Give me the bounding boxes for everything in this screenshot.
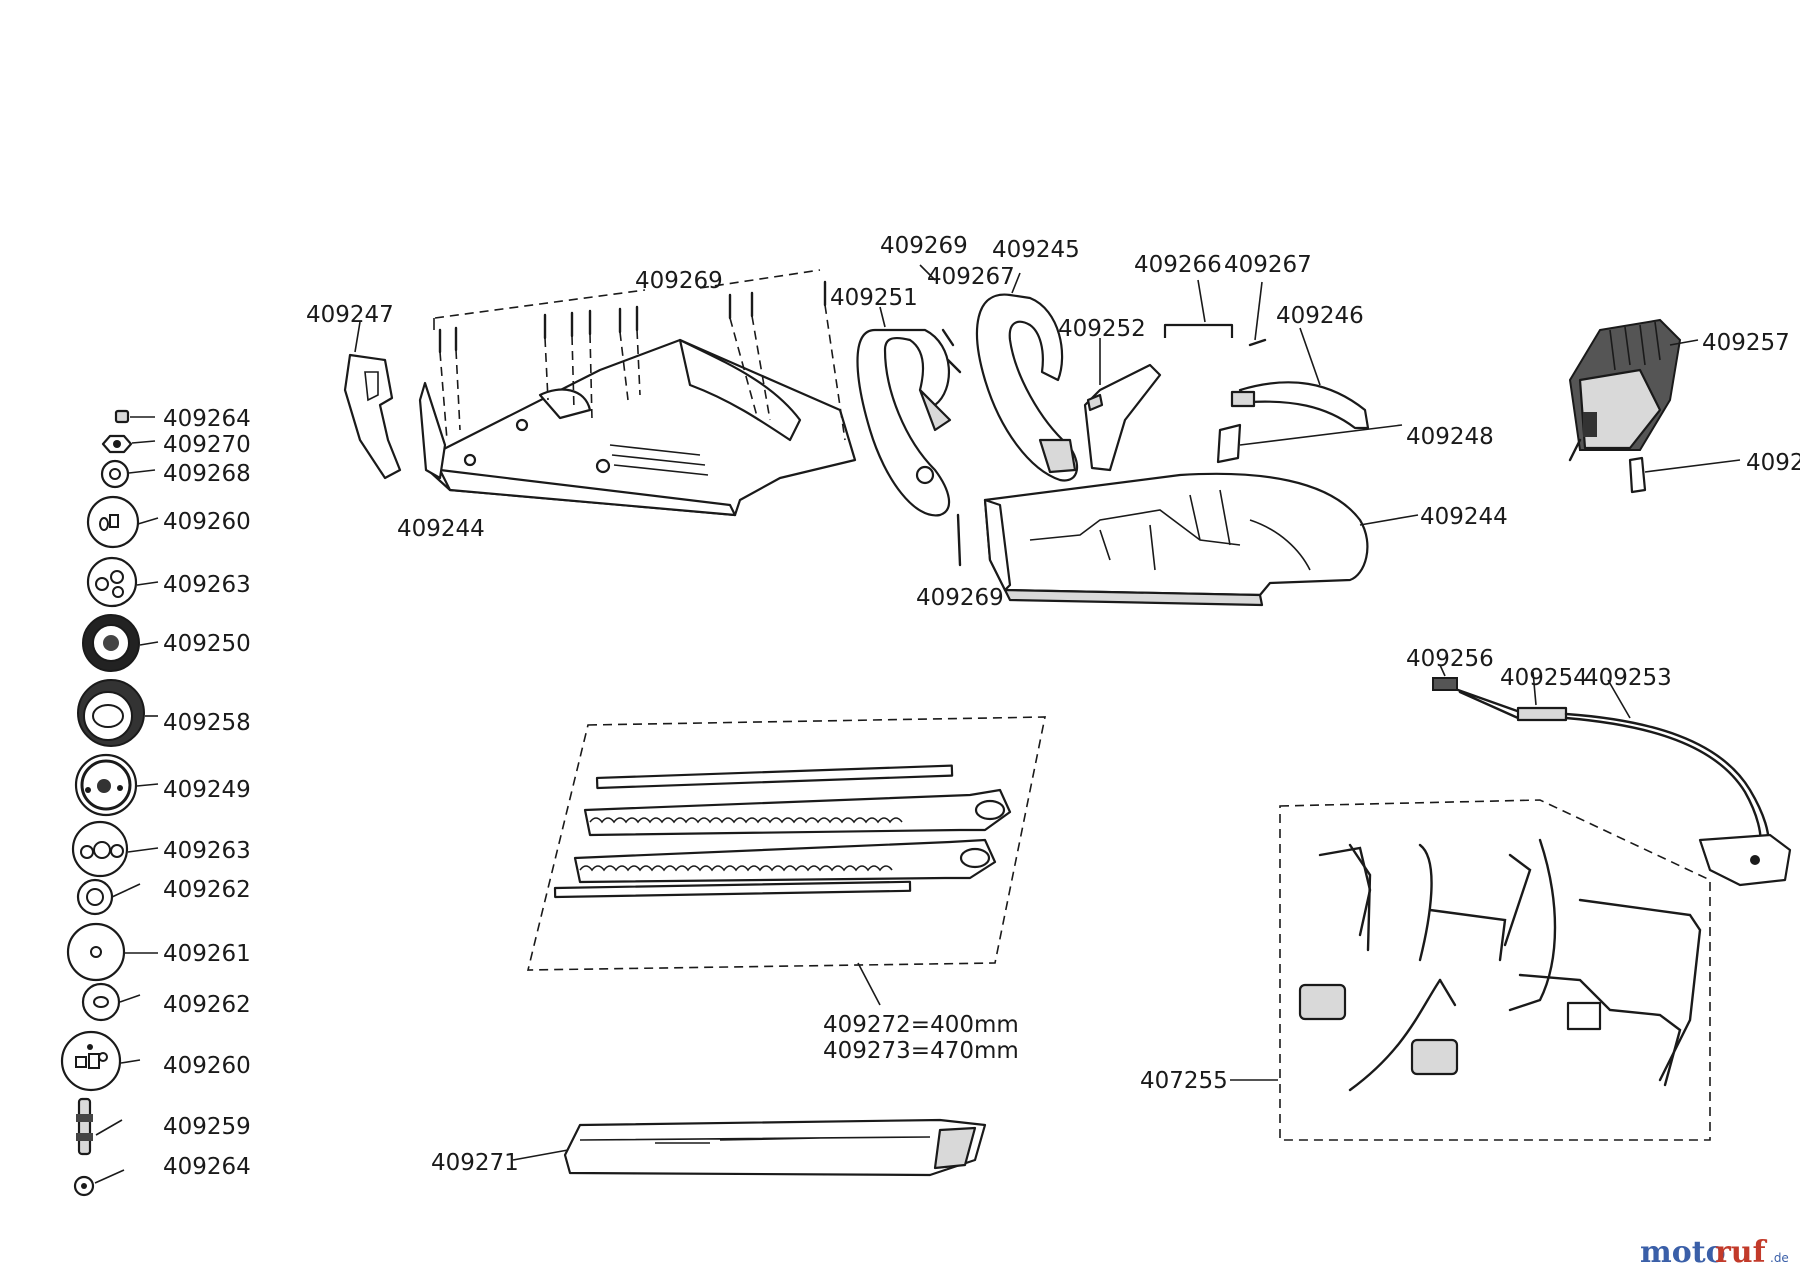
- part-409264-top: [114, 409, 130, 424]
- part-409265: [1628, 456, 1741, 494]
- part-409251-handle: [856, 306, 962, 567]
- label-409249: 409249: [163, 777, 251, 803]
- part-409263-b: [71, 820, 129, 878]
- label-409253: 409253: [1584, 665, 1672, 691]
- part-409259: [77, 1097, 92, 1156]
- part-409262-a: [76, 878, 114, 916]
- label-407255: 407255: [1140, 1068, 1228, 1094]
- wiring-harness-407255: [1230, 799, 1711, 1141]
- label-409261: 409261: [163, 941, 251, 967]
- label-409256: 409256: [1406, 646, 1494, 672]
- label-409272: 409272=400mm: [823, 1012, 1019, 1038]
- part-409254-sleeve: [1516, 706, 1568, 722]
- part-409266-409267: [1163, 279, 1267, 347]
- label-409244-b: 409244: [1420, 504, 1508, 530]
- part-409260-a: [86, 495, 140, 549]
- part-409257-motor: [1568, 318, 1699, 462]
- label-409267-a: 409267: [927, 264, 1015, 290]
- label-409264-top: 409264: [163, 406, 251, 432]
- part-409246: [1230, 327, 1370, 430]
- watermark-moto: moto: [1640, 1235, 1726, 1270]
- watermark-domain: .de: [1770, 1251, 1789, 1265]
- capacitor: [1566, 1001, 1602, 1031]
- label-409251: 409251: [830, 285, 918, 311]
- switch-a: [1298, 983, 1347, 1021]
- part-409261: [66, 922, 126, 982]
- part-409248: [1216, 423, 1403, 464]
- blade-assembly: [526, 716, 1046, 1006]
- label-409254: 409254: [1500, 665, 1588, 691]
- label-409247: 409247: [306, 302, 394, 328]
- label-409271: 409271: [431, 1150, 519, 1176]
- housing-right-409244: [983, 472, 1419, 607]
- part-409252-trigger: [1083, 338, 1162, 472]
- label-409246: 409246: [1276, 303, 1364, 329]
- label-409259: 409259: [163, 1114, 251, 1140]
- watermark-ruf: ruf: [1715, 1235, 1768, 1270]
- label-409263-a: 409263: [163, 572, 251, 598]
- power-cord: [1432, 664, 1792, 887]
- label-409265: 409265: [1746, 450, 1800, 476]
- power-plug: [1698, 833, 1792, 887]
- label-409273: 409273=470mm: [823, 1038, 1019, 1064]
- part-409268: [100, 459, 130, 489]
- part-409260-b: [60, 1030, 122, 1092]
- left-column-parts: 409264 409270 409268 409260 409263 40925…: [60, 406, 251, 1197]
- label-409267-b: 409267: [1224, 252, 1312, 278]
- label-409270: 409270: [163, 432, 251, 458]
- label-409268: 409268: [163, 461, 251, 487]
- label-409260-a: 409260: [163, 509, 251, 535]
- label-409244-a: 409244: [397, 516, 485, 542]
- label-409269-b: 409269: [635, 268, 723, 294]
- label-409252: 409252: [1058, 316, 1146, 342]
- label-409262-b: 409262: [163, 992, 251, 1018]
- label-409264-bottom: 409264: [163, 1154, 251, 1180]
- part-labels: 409269 409245 409269 409267 409266 40926…: [306, 233, 1800, 1176]
- label-409248: 409248: [1406, 424, 1494, 450]
- label-409257: 409257: [1702, 330, 1790, 356]
- watermark-logo: moto ruf .de: [1640, 1235, 1789, 1270]
- part-409256-terminal: [1432, 677, 1458, 691]
- label-409263-b: 409263: [163, 838, 251, 864]
- part-409271-blade-guard: [512, 1118, 987, 1177]
- label-409269-a: 409269: [880, 233, 968, 259]
- label-409260-b: 409260: [163, 1053, 251, 1079]
- label-409245: 409245: [992, 237, 1080, 263]
- part-409245-handle: [919, 264, 1079, 482]
- housing-left-409244: [418, 338, 857, 517]
- label-409258: 409258: [163, 710, 251, 736]
- label-409250: 409250: [163, 631, 251, 657]
- part-409247: [343, 321, 402, 480]
- label-409269-c: 409269: [916, 585, 1004, 611]
- switch-b: [1410, 1038, 1459, 1076]
- screws-409269-top: [433, 269, 846, 441]
- part-409262-b: [81, 982, 121, 1022]
- label-409266: 409266: [1134, 252, 1222, 278]
- label-409262-a: 409262: [163, 877, 251, 903]
- part-409263-a: [86, 556, 138, 608]
